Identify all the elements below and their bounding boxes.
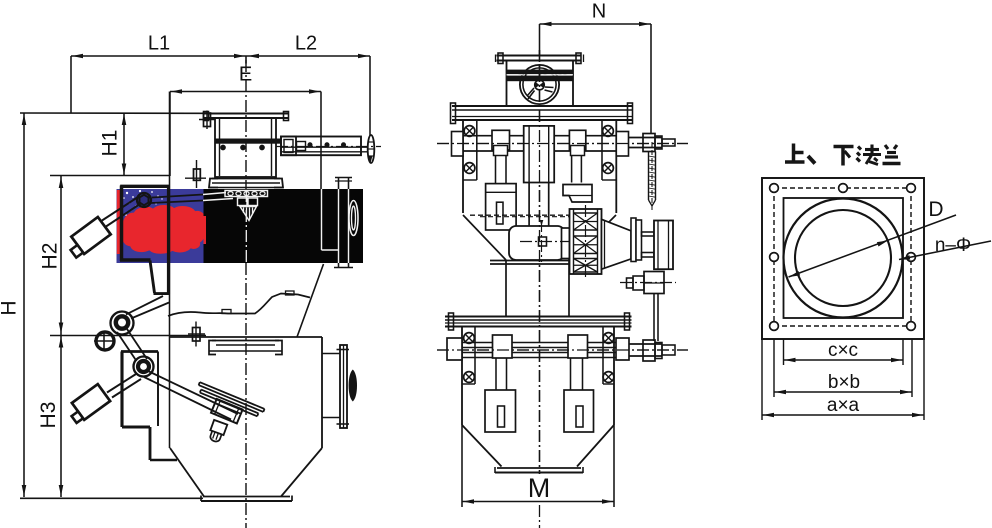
svg-text:b×b: b×b [828, 372, 860, 393]
svg-text:c×c: c×c [828, 340, 858, 361]
svg-text:H3: H3 [37, 402, 60, 429]
svg-text:H2: H2 [39, 243, 62, 270]
svg-text:a×a: a×a [827, 395, 860, 416]
svg-text:N: N [592, 1, 606, 23]
svg-text:L1: L1 [148, 33, 170, 55]
svg-text:H: H [0, 300, 21, 315]
svg-text:n–Φ: n–Φ [935, 235, 971, 256]
svg-text:H1: H1 [99, 130, 122, 157]
svg-text:M: M [528, 473, 551, 503]
svg-text:L2: L2 [295, 33, 317, 55]
svg-text:E: E [239, 64, 252, 86]
svg-text:D: D [928, 198, 943, 221]
